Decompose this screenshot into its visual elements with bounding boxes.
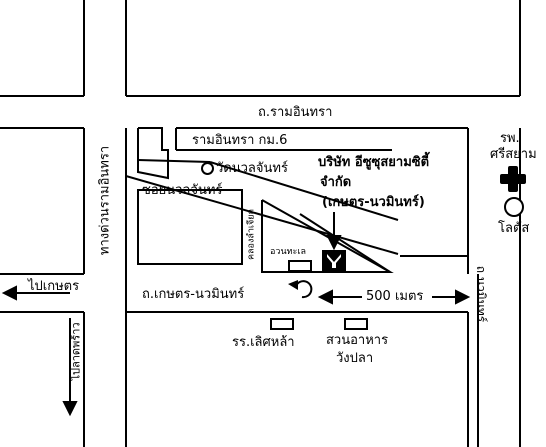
arrow-right-icon (455, 289, 471, 305)
place-label-garden-1: สวนอาหาร (326, 333, 389, 348)
direction-label-to-kaset: ไปเกษตร (28, 279, 80, 294)
u-turn-icon (288, 280, 313, 299)
place-label-lotus: โลตัส (498, 221, 530, 236)
isuzu-logo-icon (322, 250, 346, 272)
temple-circle-icon (201, 162, 214, 175)
garden-box (344, 318, 368, 330)
road-label-nawamin: ถ.นวมินทร์ (474, 265, 488, 323)
direction-label-lat-phrao: ไปลาดพร้าว (69, 322, 83, 381)
place-label-hospital-2: ศรีสยาม (490, 147, 537, 162)
road-label-soi-nuan-chan: ซอยนวลจันทร์ (142, 183, 223, 198)
arrow-down-icon (326, 235, 342, 251)
block-rect (137, 189, 243, 265)
small-block (137, 127, 169, 180)
distance-label: 500 เมตร (366, 289, 424, 304)
arrow-left-icon (317, 289, 333, 305)
diagonal-road-edge (209, 161, 399, 221)
company-name-line1: บริษัท อีซูซุสยามซิตี้ (318, 155, 430, 170)
road-label-express-way: ทางด่วนรามอินทรา (97, 145, 113, 256)
diagonal-road-edge (137, 159, 211, 163)
company-name-line2: จำกัด (320, 175, 352, 190)
place-label-garden-2: วังปลา (336, 351, 374, 366)
company-name-line3: (เกษตร-นวมินทร์) (322, 195, 425, 210)
lotus-circle-icon (504, 197, 524, 217)
place-label-school: รร.เลิศหล้า (232, 335, 295, 350)
arrow-down-icon (62, 401, 78, 417)
ocean-seafood-box (288, 260, 312, 272)
triangle-inner (299, 213, 391, 273)
place-label-ocean-seafood: อวนทะเล (270, 247, 306, 257)
canal-label: คลองลำเจียก (246, 209, 257, 260)
school-box (270, 318, 294, 330)
place-label-wat-nuan-chan: วัดนวลจันทร์ (216, 161, 288, 176)
road-label-ram-inthra-km6: รามอินทรา กม.6 (192, 133, 288, 148)
road-label-ram-inthra: ถ.รามอินทรา (258, 105, 333, 120)
arrow-left-icon (1, 285, 17, 301)
place-label-hospital-1: รพ. (500, 131, 520, 146)
road-label-kaset-nawamin: ถ.เกษตร-นวมินทร์ (142, 287, 245, 302)
hospital-cross-icon (500, 166, 526, 192)
